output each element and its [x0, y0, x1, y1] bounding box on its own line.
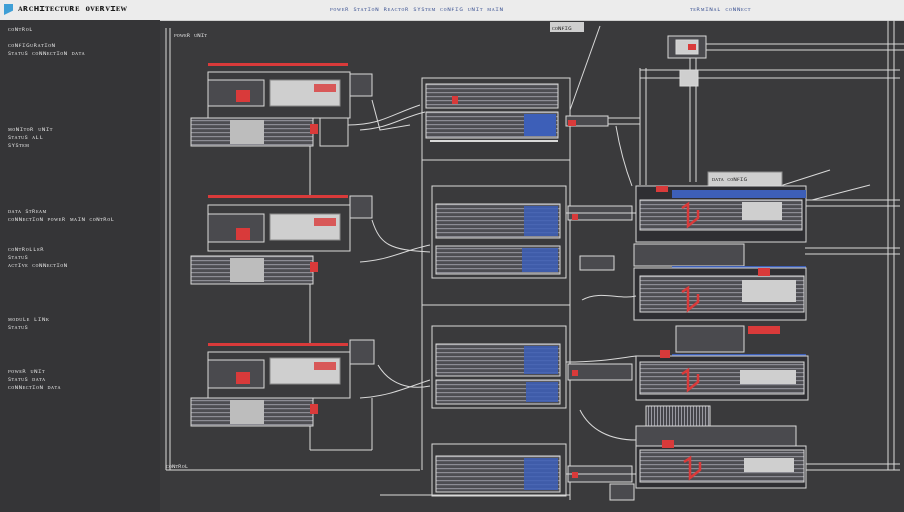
rack-header-label: ᴅᴀᴛᴀ ᴄᴏɴꜰɪɢ: [712, 176, 747, 183]
center-module-2: [432, 186, 566, 278]
left-module-2: [191, 195, 372, 284]
right-rack-4: [636, 406, 806, 488]
left-module-1: [191, 63, 372, 146]
right-rack-3: [636, 326, 808, 400]
center-top-label: ᴄᴏɴꜰɪɢ: [552, 25, 572, 32]
column-top-label: ᴘᴏᴡᴇʀ ᴜɴɪᴛ: [174, 32, 207, 39]
left-module-3: [191, 340, 374, 426]
center-right-connections: [566, 116, 636, 500]
right-rack-2: [634, 244, 806, 320]
right-rack-1: ᴅᴀᴛᴀ ᴄᴏɴꜰɪɢ: [636, 172, 806, 242]
center-module-4: [432, 444, 566, 496]
column-bottom-label: ᴄᴏɴᴛʀᴏʟ: [166, 463, 188, 470]
center-module-3: [432, 326, 566, 408]
center-module-1: [422, 78, 570, 160]
